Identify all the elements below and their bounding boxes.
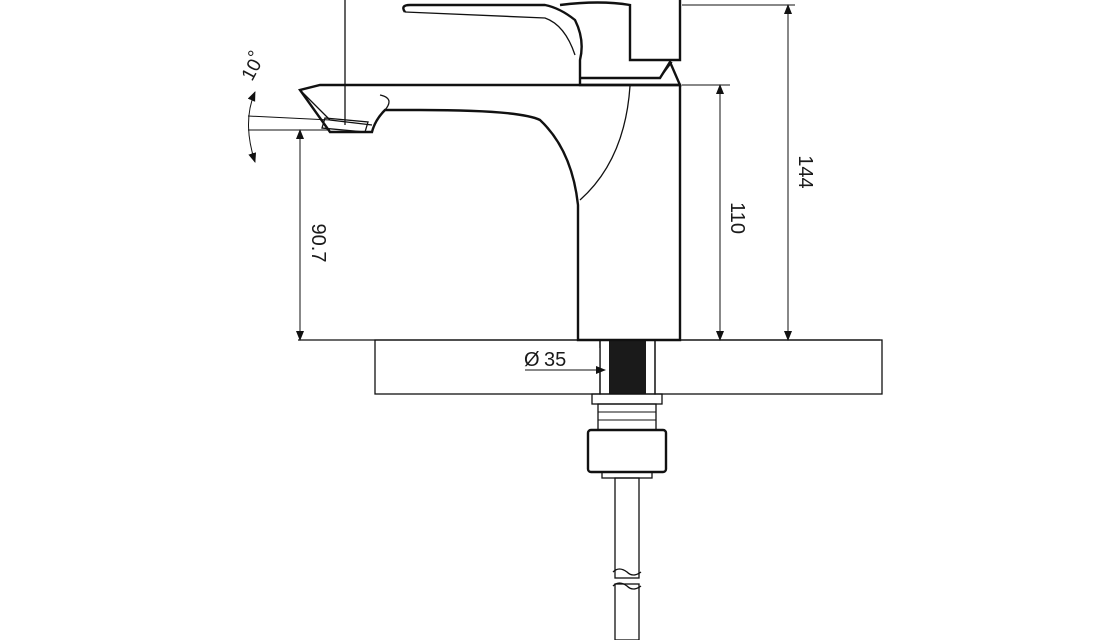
mounting-shank (599, 339, 656, 395)
faucet-body (297, 83, 682, 342)
dimension-spout-angle: 10 ° (238, 47, 331, 163)
dimension-spout-height: 90.7 (296, 129, 330, 341)
diameter-symbol: Ø (524, 349, 540, 371)
dimension-hole-diameter: Ø 35 (524, 349, 606, 374)
dimension-total-height: 144 (682, 4, 816, 341)
total-height-label: 144 (794, 155, 816, 188)
hole-diameter-label: 35 (544, 349, 566, 371)
spout-height-label: 90.7 (307, 224, 329, 263)
braided-hose (612, 477, 642, 640)
lever-handle (402, 0, 682, 87)
hose-connector (586, 428, 668, 479)
lock-nut (591, 393, 663, 431)
dimension-body-height: 110 (682, 84, 748, 341)
body-height-label: 110 (726, 202, 748, 234)
